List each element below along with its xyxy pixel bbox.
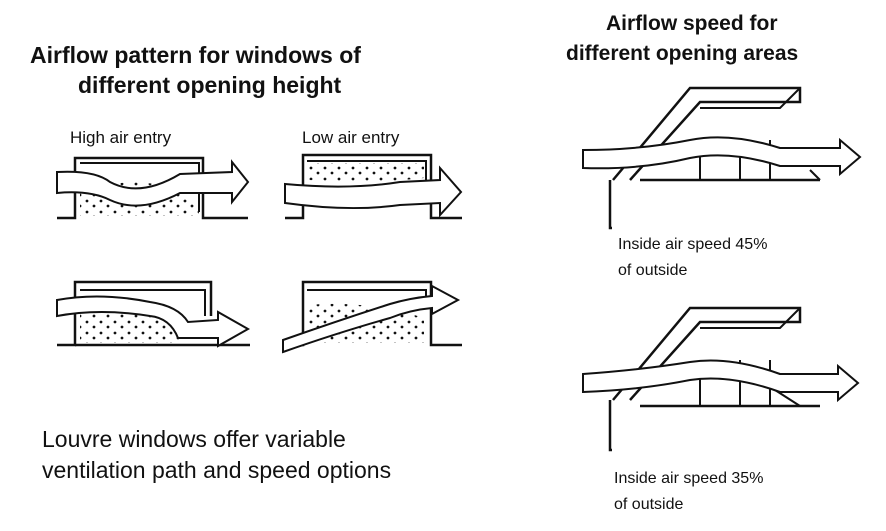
airflow-arrow (282, 284, 461, 354)
left-title-line2: different opening height (78, 72, 342, 98)
airflow-arrow (56, 159, 250, 207)
caption-line2: ventilation path and speed options (42, 457, 392, 483)
note-45-line1: Inside air speed 45% (618, 236, 768, 253)
caption-line1: Louvre windows offer variable (42, 426, 346, 452)
airflow-arrow (582, 359, 860, 403)
room-high-entry-bottom (56, 280, 251, 348)
left-title-line1: Airflow pattern for windows of (30, 42, 361, 68)
label-low-air-entry: Low air entry (302, 128, 400, 147)
note-45-line2: of outside (618, 262, 688, 279)
note-35-line1: Inside air speed 35% (614, 470, 764, 487)
airflow-arrow (582, 136, 862, 177)
right-title-line2: different opening areas (566, 42, 799, 65)
right-title-line1: Airflow speed for (606, 12, 778, 35)
room-low-entry-top (284, 153, 463, 220)
note-35-line2: of outside (614, 496, 684, 513)
room-low-entry-bottom (282, 280, 462, 354)
air-stagnant-zone (309, 163, 424, 182)
label-high-air-entry: High air entry (70, 128, 172, 147)
louvre-diagram-45 (582, 86, 862, 230)
airflow-arrow (284, 165, 463, 218)
louvre-diagram-35 (582, 306, 860, 452)
room-high-entry-top (56, 156, 250, 220)
airflow-arrow (56, 295, 251, 348)
